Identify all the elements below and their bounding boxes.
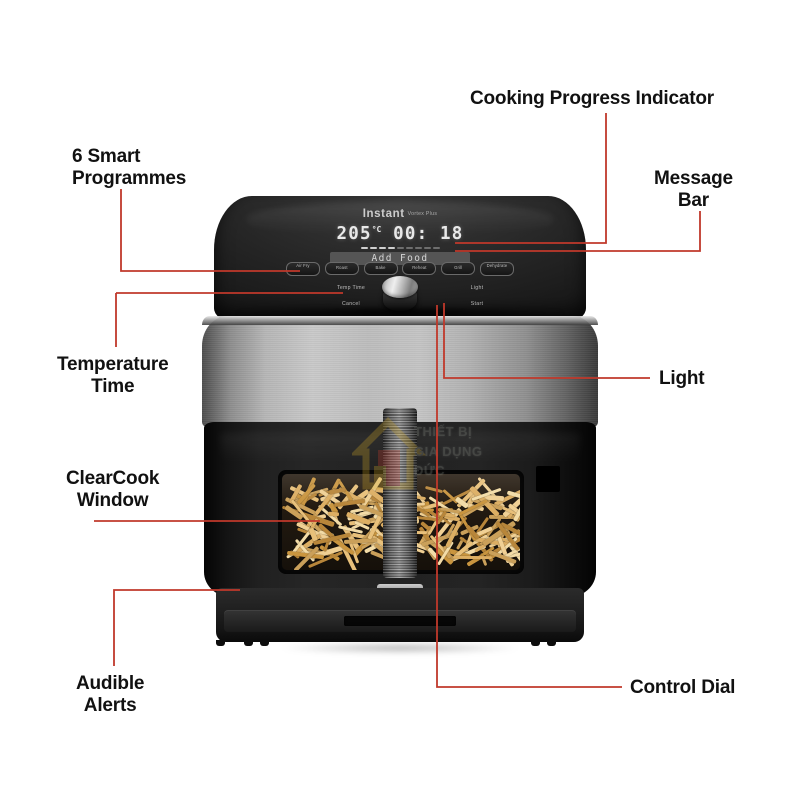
progress-segment — [369, 246, 377, 249]
model-name: Vortex Plus — [407, 210, 438, 217]
control-dial-knob[interactable] — [382, 276, 418, 298]
fry — [453, 555, 493, 559]
cooking-progress-indicator — [330, 246, 470, 249]
progress-segment — [360, 246, 368, 249]
base-foot — [216, 640, 225, 646]
brand-name: Instant — [362, 208, 405, 220]
progress-segment — [405, 246, 413, 249]
base-foot — [244, 640, 253, 646]
drawer-handle[interactable] — [383, 408, 417, 578]
programme-button-roast[interactable]: Roast — [324, 262, 359, 275]
temperature-value: 205 — [336, 224, 372, 244]
display-readout: 205°C 00: 18 — [330, 224, 470, 244]
base-foot — [260, 640, 269, 646]
callout-label-audible-alerts: Audible Alerts — [76, 673, 145, 717]
message-bar: Add Food — [330, 251, 470, 266]
programme-button-grill[interactable]: Grill — [441, 262, 476, 275]
control-dial[interactable] — [380, 276, 420, 316]
degree-symbol: °C — [371, 225, 382, 235]
led-display: 205°C 00: 18 Add Food — [330, 224, 470, 266]
start-label[interactable]: Start — [470, 301, 484, 307]
handle-ribs — [383, 408, 417, 578]
callout-label-smart-programmes: 6 Smart Programmes — [72, 146, 187, 190]
drawer-vent-notch — [536, 466, 560, 492]
programme-button-bake[interactable]: Bake — [363, 262, 398, 275]
programme-button-air-fry[interactable]: Air Fry — [286, 262, 320, 277]
progress-segment — [423, 246, 431, 249]
progress-segment — [414, 246, 422, 249]
appliance-ground-shadow — [232, 640, 568, 656]
temp-time-label[interactable]: Temp Time — [336, 285, 366, 291]
time-value: 00: 18 — [393, 224, 464, 244]
band-top-edge — [202, 316, 598, 325]
light-label[interactable]: Light — [470, 285, 484, 291]
callout-label-control-dial: Control Dial — [630, 677, 736, 698]
appliance-base — [216, 588, 584, 646]
programme-button-dehydrate[interactable]: Dehydrate — [479, 262, 514, 277]
progress-segment — [378, 246, 386, 249]
cancel-label[interactable]: Cancel — [342, 301, 360, 307]
appliance-drawer — [204, 408, 596, 600]
programme-button-reheat[interactable]: Reheat — [402, 262, 437, 275]
callout-label-clearcook-window: ClearCook Window — [66, 468, 160, 512]
fry — [424, 485, 443, 494]
callout-label-temperature-time: Temperature Time — [57, 354, 169, 398]
progress-segment — [387, 246, 395, 249]
callout-label-light: Light — [659, 368, 705, 389]
base-vent-slot — [344, 616, 456, 626]
callout-label-message-bar: Message Bar — [654, 168, 733, 212]
callout-label-cooking-progress: Cooking Progress Indicator — [470, 88, 714, 109]
progress-segment — [396, 246, 404, 249]
progress-segment — [432, 246, 440, 249]
